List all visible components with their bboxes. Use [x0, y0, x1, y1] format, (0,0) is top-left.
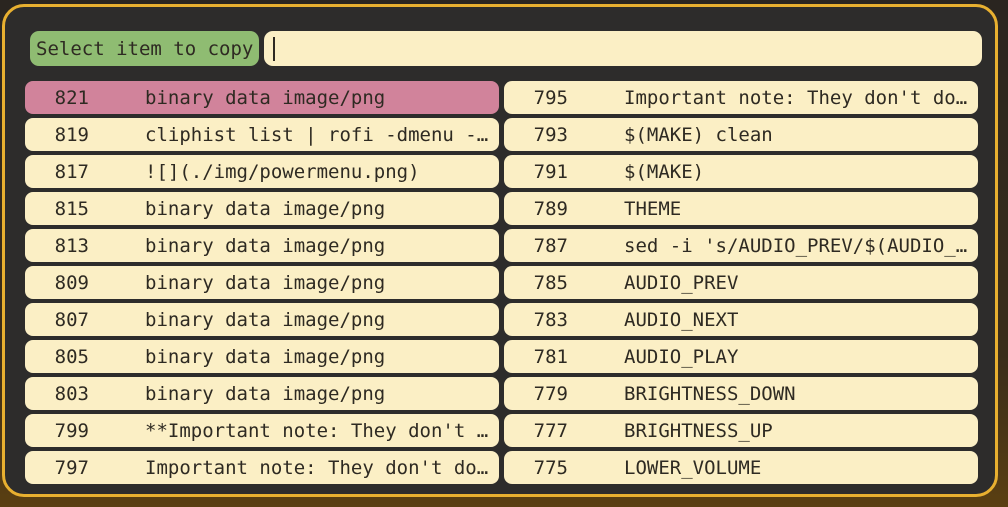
item-text: LOWER_VOLUME — [624, 456, 762, 479]
item-number: 817 — [54, 160, 89, 183]
search-input[interactable] — [264, 31, 982, 66]
item-text: ![](./img/powermenu.png) — [145, 160, 420, 183]
item-text: binary data image/png — [145, 197, 386, 220]
list-item[interactable]: 785 AUDIO_PREV — [504, 266, 978, 299]
item-number: 821 — [54, 86, 89, 109]
list-item[interactable]: 781 AUDIO_PLAY — [504, 340, 978, 373]
item-number: 793 — [533, 123, 568, 146]
item-number: 803 — [54, 382, 89, 405]
item-text: binary data image/png — [145, 234, 386, 257]
list-item[interactable]: 775 LOWER_VOLUME — [504, 451, 978, 484]
list-item[interactable]: 783 AUDIO_NEXT — [504, 303, 978, 336]
item-number: 809 — [54, 271, 89, 294]
item-number: 787 — [533, 234, 568, 257]
item-text: cliphist list | rofi -dmenu -c… — [145, 123, 499, 146]
item-number: 819 — [54, 123, 89, 146]
item-number: 813 — [54, 234, 89, 257]
list-item[interactable]: 819 cliphist list | rofi -dmenu -c… — [25, 118, 499, 151]
list-item[interactable]: 799 **Important note: They don't d… — [25, 414, 499, 447]
list-item[interactable]: 777 BRIGHTNESS_UP — [504, 414, 978, 447]
item-text: binary data image/png — [145, 345, 386, 368]
item-text: binary data image/png — [145, 382, 386, 405]
item-number: 797 — [54, 456, 89, 479]
list-item[interactable]: 789 THEME — [504, 192, 978, 225]
list-item[interactable]: 821 binary data image/png — [25, 81, 499, 114]
item-text: AUDIO_PLAY — [624, 345, 739, 368]
item-number: 795 — [533, 86, 568, 109]
item-number: 815 — [54, 197, 89, 220]
item-text: AUDIO_PREV — [624, 271, 739, 294]
list-item[interactable]: 803 binary data image/png — [25, 377, 499, 410]
list-item[interactable]: 815 binary data image/png — [25, 192, 499, 225]
item-number: 789 — [533, 197, 568, 220]
item-number: 783 — [533, 308, 568, 331]
item-text: binary data image/png — [145, 271, 386, 294]
item-number: 807 — [54, 308, 89, 331]
list-item[interactable]: 779 BRIGHTNESS_DOWN — [504, 377, 978, 410]
list-item[interactable]: 807 binary data image/png — [25, 303, 499, 336]
list-item[interactable]: 813 binary data image/png — [25, 229, 499, 262]
item-text: AUDIO_NEXT — [624, 308, 739, 331]
list-item[interactable]: 795 Important note: They don't do … — [504, 81, 978, 114]
item-text: Important note: They don't do … — [145, 456, 499, 479]
list-item[interactable]: 817 ![](./img/powermenu.png) — [25, 155, 499, 188]
item-text: sed -i 's/AUDIO_PREV/$(AUDIO_P… — [624, 234, 978, 257]
item-number: 805 — [54, 345, 89, 368]
item-number: 781 — [533, 345, 568, 368]
item-text: THEME — [624, 197, 682, 220]
prompt-label: Select item to copy — [30, 31, 260, 66]
item-text: $(MAKE) — [624, 160, 705, 183]
item-text: $(MAKE) clean — [624, 123, 773, 146]
clipboard-list: 821 binary data image/png 819 cliphist list… — [25, 81, 979, 484]
item-number: 777 — [533, 419, 568, 442]
item-number: 779 — [533, 382, 568, 405]
item-text: BRIGHTNESS_UP — [624, 419, 773, 442]
item-text: BRIGHTNESS_DOWN — [624, 382, 796, 405]
item-number: 785 — [533, 271, 568, 294]
item-text: Important note: They don't do … — [624, 86, 978, 109]
list-item[interactable]: 805 binary data image/png — [25, 340, 499, 373]
list-item[interactable]: 791 $(MAKE) — [504, 155, 978, 188]
list-item[interactable]: 797 Important note: They don't do … — [25, 451, 499, 484]
list-item[interactable]: 809 binary data image/png — [25, 266, 499, 299]
item-number: 775 — [533, 456, 568, 479]
text-cursor — [273, 36, 276, 61]
list-item[interactable]: 787 sed -i 's/AUDIO_PREV/$(AUDIO_P… — [504, 229, 978, 262]
item-text: binary data image/png — [145, 308, 386, 331]
item-text: binary data image/png — [145, 86, 386, 109]
list-item[interactable]: 793 $(MAKE) clean — [504, 118, 978, 151]
item-number: 799 — [54, 419, 89, 442]
item-number: 791 — [533, 160, 568, 183]
input-bar: Select item to copy — [30, 31, 982, 66]
item-text: **Important note: They don't d… — [145, 419, 499, 442]
